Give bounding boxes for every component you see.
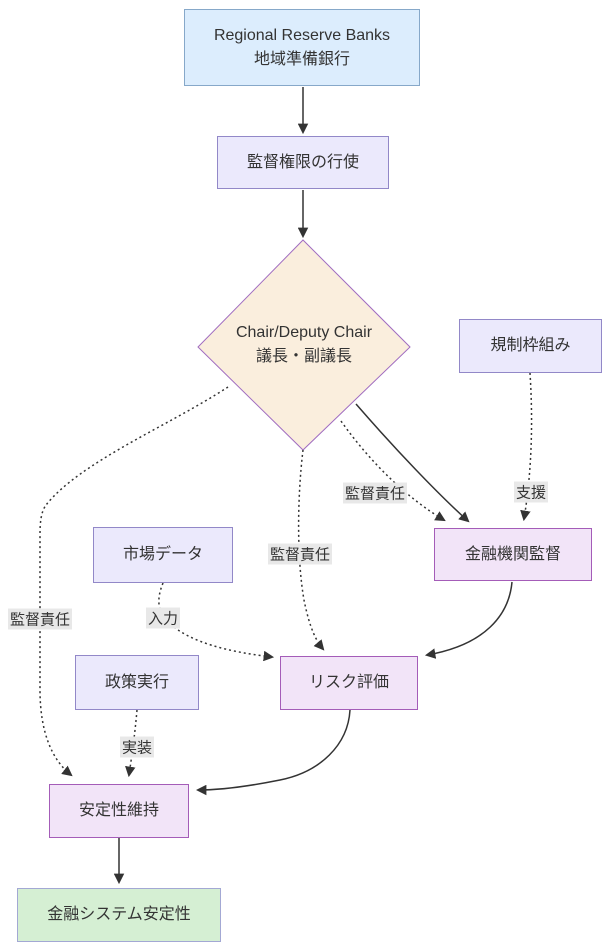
node-chair-deputy-chair: Chair/Deputy Chair 議長・副議長 (198, 240, 410, 450)
node-financial-institution-supervision-label: 金融機関監督 (464, 545, 561, 563)
node-policy-implementation-label: 政策実行 (104, 673, 169, 691)
node-supervisory-authority-label: 監督権限の行使 (246, 153, 359, 171)
edge-risk-assessment-to-stability-maintenance (195, 709, 351, 796)
edge-regulatory-framework-support-to-financial-supervision (520, 372, 533, 522)
node-stability-maintenance: 安定性維持 (49, 784, 189, 838)
node-regional-reserve-banks: Regional Reserve Banks 地域準備銀行 (184, 9, 420, 86)
node-regulatory-framework: 規制枠組み (459, 319, 602, 373)
edge-label-input: 入力 (145, 607, 181, 629)
edge-label-supervisory-responsibility-center: 監督責任 (267, 543, 333, 565)
node-financial-system-stability: 金融システム安定性 (17, 888, 221, 942)
node-chair-deputy-chair-line2: 議長・副議長 (255, 348, 352, 365)
edge-chair-supervisory-responsibility-to-stability-maintenance (39, 386, 229, 777)
node-supervisory-authority: 監督権限の行使 (217, 136, 389, 189)
node-market-data-label: 市場データ (122, 546, 203, 563)
node-regional-reserve-banks-line2: 地域準備銀行 (253, 50, 350, 68)
node-risk-assessment: リスク評価 (280, 656, 418, 710)
edge-financial-supervision-to-risk-assessment (424, 581, 513, 659)
node-policy-implementation: 政策実行 (75, 655, 199, 710)
node-regional-reserve-banks-line1: Regional Reserve Banks (213, 26, 391, 44)
edge-label-supervisory-responsibility-left: 監督責任 (7, 608, 73, 630)
edge-label-support: 支援 (513, 481, 549, 503)
edge-policy-implementation-to-stability-maintenance (125, 709, 138, 778)
edge-chair-to-financial-supervision (355, 403, 470, 523)
node-market-data: 市場データ (93, 527, 233, 583)
edge-label-supervisory-responsibility-right: 監督責任 (342, 482, 408, 504)
node-risk-assessment-label: リスク評価 (308, 674, 389, 691)
edge-chair-supervisory-responsibility-to-risk-assessment (297, 449, 325, 651)
node-financial-system-stability-label: 金融システム安定性 (47, 906, 191, 923)
node-chair-deputy-chair-line1: Chair/Deputy Chair (235, 324, 373, 341)
edge-label-implementation: 実装 (119, 736, 155, 758)
node-stability-maintenance-label: 安定性維持 (78, 802, 159, 819)
node-financial-institution-supervision: 金融機関監督 (434, 528, 592, 581)
node-regulatory-framework-label: 規制枠組み (490, 337, 571, 354)
